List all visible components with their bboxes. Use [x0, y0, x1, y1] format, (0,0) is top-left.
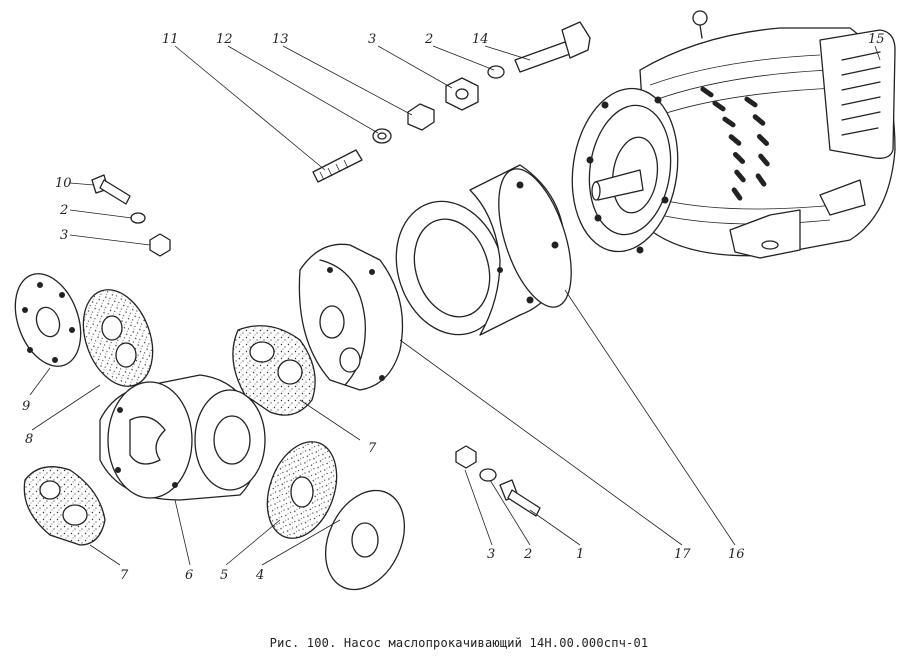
callout-17: 17	[674, 547, 691, 562]
callout-11: 11	[162, 32, 179, 47]
callout-16: 16	[728, 547, 745, 562]
callout-6: 6	[185, 568, 193, 583]
fasteners	[91, 21, 591, 517]
gasket-7-left	[23, 466, 106, 546]
callout-7-center: 7	[368, 441, 377, 456]
callout-1: 1	[576, 547, 584, 562]
pump-cover	[298, 243, 404, 391]
callout-13: 13	[272, 32, 289, 47]
callout-4: 4	[255, 568, 264, 583]
callout-7-left: 7	[120, 568, 129, 583]
callout-8: 8	[25, 432, 33, 447]
callout-10: 10	[55, 176, 72, 191]
callout-5: 5	[220, 568, 228, 583]
callout-3-left: 3	[60, 228, 68, 243]
figure-caption: Рис. 100. Насос маслопрокачивающий 14Н.0…	[269, 636, 649, 650]
gasket-8	[82, 289, 154, 387]
callout-14: 14	[472, 32, 489, 47]
callout-2: 2	[424, 32, 433, 47]
adapter-housing	[395, 164, 572, 336]
callout-15: 15	[868, 32, 885, 47]
callout-3-bottom: 3	[487, 547, 495, 562]
plate-9	[14, 273, 82, 367]
plate-4	[325, 489, 405, 591]
callout-labels: 11 12 13 3 2 14 15 10 2 3 9 8 7 7 6 5 4 …	[22, 32, 885, 583]
leader-lines	[29, 45, 881, 566]
callout-12: 12	[216, 32, 233, 47]
callout-9: 9	[22, 399, 30, 414]
gasket-5	[266, 441, 338, 539]
electric-motor	[571, 10, 896, 259]
gasket-7-center	[232, 325, 316, 416]
pump-body-gears	[99, 374, 266, 501]
callout-3: 3	[368, 32, 376, 47]
callout-2-left: 2	[59, 203, 68, 218]
callout-2-bottom: 2	[523, 547, 532, 562]
